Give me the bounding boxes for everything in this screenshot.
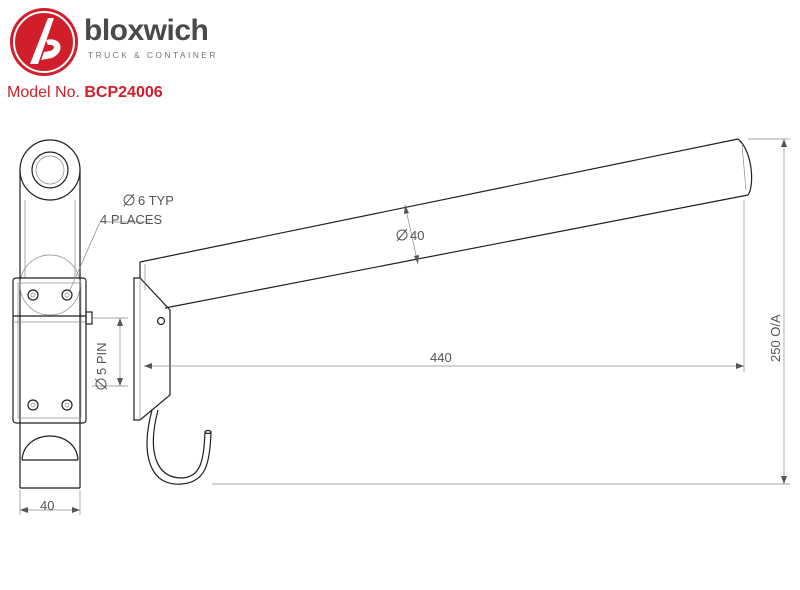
- bloxwich-logo-icon: [10, 8, 78, 76]
- diameter-symbol-icon: [123, 193, 135, 207]
- model-label: Model No.: [7, 84, 80, 101]
- side-view: [12, 139, 150, 515]
- hole-note-line1: 6 TYP: [138, 193, 174, 208]
- model-number: Model No. BCP24006: [7, 85, 163, 101]
- pin-dimension: 5 PIN: [94, 342, 109, 390]
- brand-name: bloxwich: [84, 14, 209, 47]
- pin-dimension-label: 5 PIN: [94, 342, 109, 375]
- diameter-symbol-icon: [94, 378, 108, 390]
- diameter-symbol-icon: [396, 228, 408, 242]
- brand-tagline: TRUCK & CONTAINER: [88, 50, 218, 60]
- front-view: [133, 138, 790, 485]
- height-dimension-label: 250 O/A: [768, 314, 783, 362]
- hole-note: 6 TYP 4 PLACES: [100, 193, 174, 227]
- width-dimension-label: 40: [40, 498, 54, 513]
- tube-diameter-label: 40: [410, 228, 424, 243]
- hole-note-line2: 4 PLACES: [100, 212, 162, 227]
- model-value: BCP24006: [84, 84, 163, 101]
- length-dimension-label: 440: [430, 350, 452, 365]
- tube-diameter-dimension: 40: [396, 228, 424, 243]
